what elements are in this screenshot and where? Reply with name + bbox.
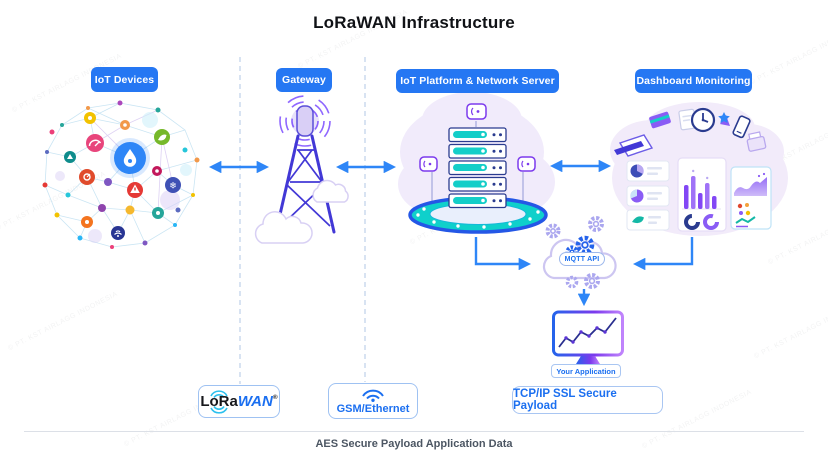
gear-icon (565, 273, 600, 289)
wifi-icon (362, 389, 384, 402)
connector-dashboard-to-mqtt (632, 237, 694, 271)
registered-mark: ® (272, 394, 278, 401)
connector-server-to-mqtt (474, 237, 532, 271)
section-divider-lines (239, 57, 366, 384)
mqtt-api-text: MQTT API (564, 255, 600, 263)
sphere-glow-dots (55, 112, 192, 243)
gsm-ethernet-text: GSM/Ethernet (336, 402, 410, 415)
section-label-text: IoT Devices (94, 73, 155, 86)
stat-card-pie (626, 160, 670, 182)
your-application-text: Your Application (556, 366, 616, 376)
notification-star-icon (718, 112, 730, 126)
mqtt-api-label: MQTT API (559, 252, 605, 266)
stat-card-leaf (626, 209, 670, 231)
gsm-ethernet-badge: GSM/Ethernet (328, 383, 418, 419)
watermark-text: © PT. KST AIRLAGG INDONESIA (761, 111, 828, 173)
gauge-sensor-icon (86, 134, 104, 152)
server-platform (408, 196, 548, 234)
water-drop-node-icon (110, 138, 150, 178)
device-sensor-nodes: ❄ (64, 112, 181, 240)
watermark-text: © PT. KST AIRLAGG INDONESIA (749, 24, 828, 87)
section-label-text: Gateway (282, 74, 326, 86)
flow-arrows (208, 159, 694, 307)
section-label-text: IoT Platform & Network Server (400, 75, 555, 87)
network-node-icon (111, 226, 125, 240)
application-monitor-illustration (552, 310, 624, 368)
gear-icon (545, 216, 604, 239)
footer-divider (24, 431, 804, 432)
watermark-text: © PT. KST AIRLAGG INDONESIA (7, 290, 119, 353)
watermark-text: © PT. KST AIRLAGG INDONESIA (753, 298, 828, 361)
cloud-icon (254, 211, 313, 244)
svg-text:❄: ❄ (169, 181, 177, 191)
credit-card-icon (649, 111, 671, 129)
footer-caption: AES Secure Payload Application Data (315, 438, 513, 450)
section-label-gateway: Gateway (276, 68, 332, 92)
leaf-sensor-icon (154, 129, 170, 145)
section-label-platform: IoT Platform & Network Server (396, 69, 559, 93)
radio-wave-arcs-icon (279, 95, 331, 147)
watermark-text: © PT. KST AIRLAGG INDONESIA (0, 170, 107, 233)
lorawan-logo-lora: LoRa (200, 393, 238, 410)
snowflake-node-icon: ❄ (165, 177, 181, 193)
wifi-router-icon (419, 103, 536, 172)
your-application-label: Your Application (551, 364, 621, 378)
antenna-icon (296, 105, 314, 137)
tcpip-ssl-badge: TCP/IP SSL Secure Payload (512, 386, 663, 414)
line-chart-icon (558, 317, 617, 348)
bar-chart-card (677, 157, 727, 232)
stat-card-pie (626, 185, 670, 207)
printer-icon (746, 131, 767, 152)
clipboard-icon (678, 108, 697, 131)
section-label-iot-devices: IoT Devices (91, 67, 158, 92)
laptop-icon (614, 134, 654, 157)
watermark-text: © PT. KST AIRLAGG INDONESIA (767, 205, 828, 267)
sphere-node-dots (42, 100, 200, 249)
warning-node-icon (127, 182, 143, 198)
tcpip-ssl-text: TCP/IP SSL Secure Payload (513, 388, 617, 412)
iot-devices-network-sphere-illustration: ❄ (42, 100, 200, 249)
cloud-icon (312, 179, 349, 203)
dashboard-monitoring-illustration (610, 102, 788, 236)
report-card (730, 166, 772, 230)
page-title: LoRaWAN Infrastructure (313, 13, 515, 32)
gateway-tower-illustration (254, 95, 349, 244)
smartphone-icon (732, 115, 751, 139)
watermark-text: © PT. KST AIRLAGG INDONESIA (409, 184, 521, 247)
section-label-text: Dashboard Monitoring (636, 75, 751, 87)
lorawan-logo-wan: WAN (237, 393, 273, 410)
section-label-dashboard: Dashboard Monitoring (635, 69, 752, 93)
clock-icon (690, 107, 716, 133)
